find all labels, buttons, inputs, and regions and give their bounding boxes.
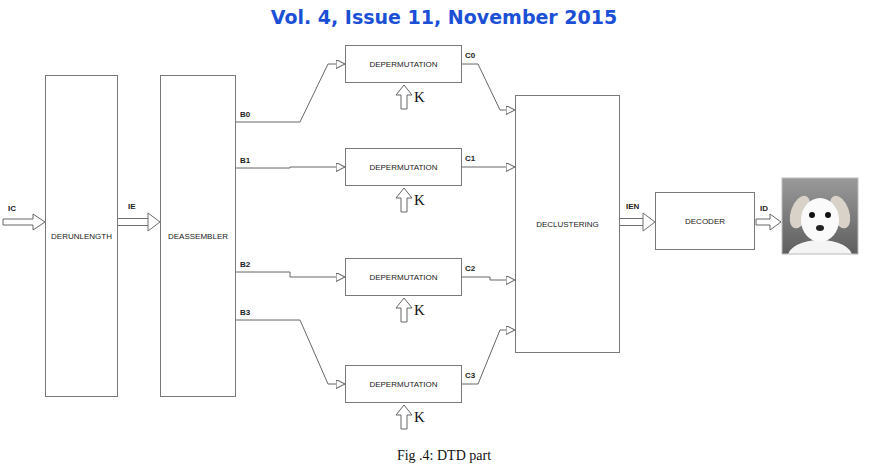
puppy-eye — [825, 212, 831, 218]
box-label: DEASSEMBLER — [168, 232, 228, 241]
key-label: K — [414, 89, 425, 106]
signal-name: ID — [760, 204, 768, 213]
process-box: DECODER — [655, 192, 755, 250]
signal-name: IC — [8, 204, 16, 213]
connector-group — [462, 64, 515, 110]
process-box: DEPERMUTATION — [345, 365, 462, 403]
block-arrow — [118, 218, 150, 226]
box-label: DECODER — [685, 217, 725, 226]
signal-name: B2 — [240, 260, 250, 269]
box-label: DECLUSTERING — [536, 220, 599, 229]
process-box: DEPERMUTATION — [345, 45, 462, 83]
connector-group — [118, 64, 655, 384]
arrow-head — [148, 213, 160, 231]
signal-name: C0 — [465, 51, 475, 60]
connector-line — [236, 167, 345, 168]
input-arrow — [3, 214, 45, 230]
puppy-image — [782, 178, 858, 254]
connector-group — [236, 64, 345, 122]
signal-name: C3 — [465, 371, 475, 380]
connector-group — [462, 330, 515, 384]
key-arrow — [396, 188, 412, 212]
box-label: DEPERMUTATION — [369, 60, 437, 69]
figure-caption: Fig .4: DTD part — [0, 448, 888, 464]
box-label: DEPERMUTATION — [369, 273, 437, 282]
page-header: Vol. 4, Issue 11, November 2015 — [0, 6, 888, 28]
connector-group — [236, 167, 345, 168]
block-arrow — [620, 218, 645, 226]
connector-line — [236, 320, 345, 384]
connector-line — [236, 272, 345, 277]
connector-line — [462, 167, 515, 168]
box-label: DERUNLENGTH — [51, 232, 112, 241]
box-label: DEPERMUTATION — [369, 380, 437, 389]
key-label: K — [414, 409, 425, 426]
signal-name: B0 — [240, 110, 250, 119]
process-box: DERUNLENGTH — [45, 75, 118, 397]
connector-line — [462, 64, 515, 110]
puppy-body — [788, 240, 852, 254]
signal-name: C1 — [465, 154, 475, 163]
output-arrow — [756, 214, 781, 230]
process-box: DEPERMUTATION — [345, 148, 462, 186]
box-label: DEPERMUTATION — [369, 163, 437, 172]
block-arrow-fill — [620, 219, 645, 225]
block-arrow-fill — [118, 219, 150, 225]
key-label: K — [414, 192, 425, 209]
key-arrow — [396, 405, 412, 429]
arrow-head — [643, 213, 655, 231]
connector-group — [118, 213, 160, 231]
signal-name: IEN — [626, 202, 639, 211]
process-box: DEPERMUTATION — [345, 258, 462, 296]
signal-name: B1 — [240, 156, 250, 165]
process-box: DECLUSTERING — [515, 95, 620, 353]
image-frame — [782, 178, 858, 254]
connector-group — [620, 213, 655, 231]
signal-name: C2 — [465, 264, 475, 273]
connector-line — [236, 64, 345, 122]
connector-group — [236, 320, 345, 384]
puppy-eye — [809, 212, 815, 218]
signal-name: B3 — [240, 308, 250, 317]
key-arrow — [396, 298, 412, 322]
connector-line — [462, 330, 515, 384]
puppy-nose — [816, 225, 824, 231]
process-box: DEASSEMBLER — [160, 75, 236, 397]
connector-group — [462, 277, 515, 280]
connector-group — [236, 272, 345, 277]
connector-line — [462, 277, 515, 280]
signal-name: IE — [128, 202, 136, 211]
puppy-head — [801, 198, 839, 242]
key-arrow — [396, 85, 412, 109]
key-label: K — [414, 302, 425, 319]
connector-group — [462, 167, 515, 168]
